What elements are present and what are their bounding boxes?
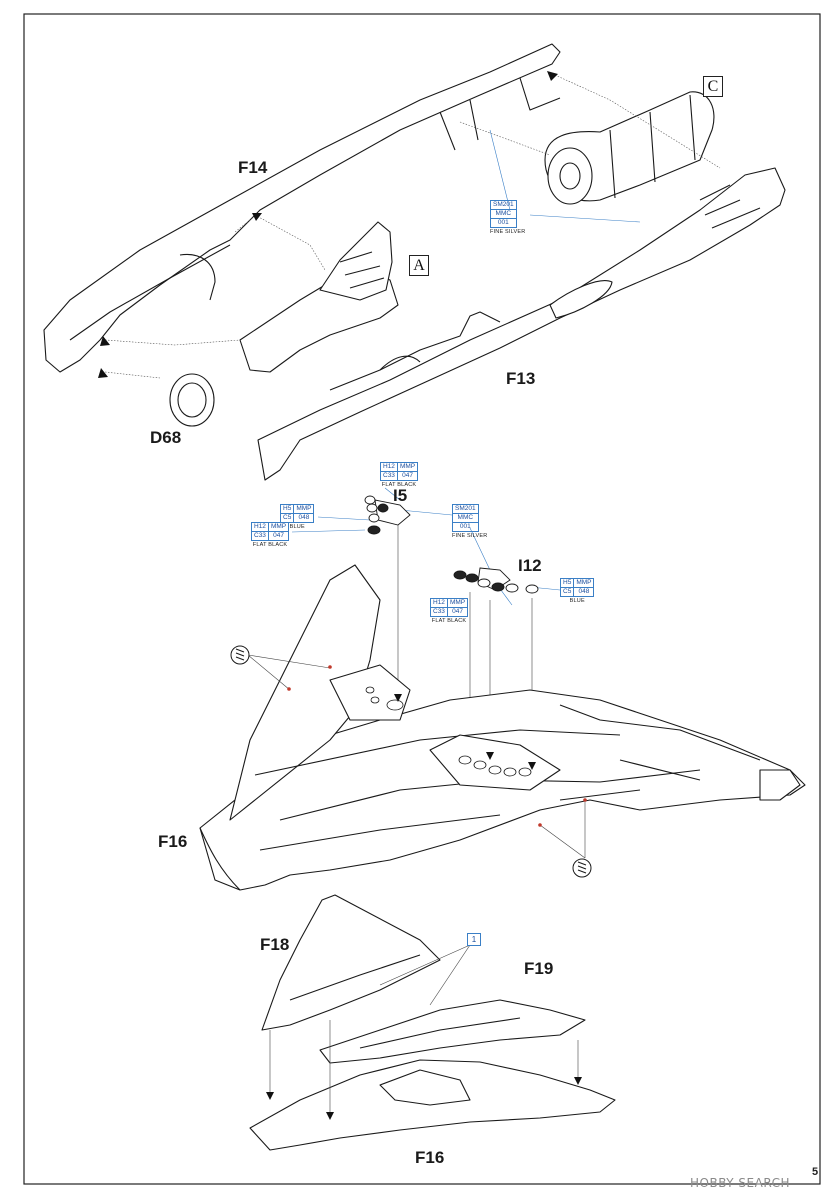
f18-rib bbox=[289, 954, 421, 1001]
elevon-line bbox=[559, 704, 761, 761]
glue-points bbox=[287, 665, 587, 827]
glue-icon bbox=[230, 645, 250, 665]
wing-assembly-top bbox=[199, 564, 806, 891]
intake-ring-d68-inner bbox=[177, 382, 207, 418]
label-part-f13: F13 bbox=[506, 369, 536, 388]
wing-rib-a bbox=[254, 729, 621, 776]
ejection-seat bbox=[319, 221, 393, 301]
paint-leader-lines bbox=[291, 129, 641, 606]
exhaust-ring-inner bbox=[559, 162, 581, 190]
wing-arrows bbox=[394, 694, 536, 770]
watermark-text: HOBBY SEARCH bbox=[690, 1176, 790, 1190]
f14-frame-1 bbox=[179, 253, 216, 301]
seat-detail bbox=[339, 251, 385, 289]
small-parts bbox=[364, 495, 539, 594]
paint-callout-fine-silver-mid: SM201 MMC 001 FINE SILVER bbox=[452, 504, 488, 539]
f14-frame-3 bbox=[519, 77, 561, 111]
upper-wing-f19 bbox=[319, 999, 586, 1064]
f13-canopy-sill bbox=[379, 355, 421, 371]
label-part-f19: F19 bbox=[524, 959, 554, 978]
f14-inner-rib bbox=[69, 244, 231, 341]
label-part-f14: F14 bbox=[238, 158, 268, 177]
f13-air-intake bbox=[549, 280, 613, 319]
step-callout-1: 1 bbox=[467, 933, 481, 946]
label-part-f16-top: F16 bbox=[158, 832, 188, 851]
fuselage-half-f14 bbox=[43, 43, 561, 373]
label-part-i5: I5 bbox=[393, 486, 408, 505]
label-part-i12: I12 bbox=[518, 556, 542, 575]
glue-icon bbox=[572, 858, 592, 878]
f13-nose-detail bbox=[699, 184, 761, 229]
page-frame bbox=[23, 13, 821, 1185]
fuselage-guide-lines bbox=[104, 74, 721, 379]
f14-frame-2 bbox=[439, 99, 479, 151]
fuselage-half-f13 bbox=[257, 167, 786, 481]
glue-icons bbox=[230, 645, 592, 878]
fuselage-assembly bbox=[43, 43, 786, 481]
lower-wing-f16 bbox=[199, 689, 806, 891]
page-number: 5 bbox=[812, 1166, 819, 1178]
wing-intake bbox=[199, 827, 241, 891]
bottom-arrows bbox=[266, 1077, 582, 1120]
gear-bay bbox=[429, 734, 561, 791]
label-part-d68: D68 bbox=[150, 428, 182, 447]
wing-bay-details bbox=[365, 686, 532, 777]
fuselage-arrows bbox=[98, 71, 558, 378]
glue-leader-lines bbox=[247, 654, 586, 859]
subassembly-ref-a: A bbox=[409, 255, 429, 276]
label-part-f16-bottom: F16 bbox=[415, 1148, 445, 1167]
bottom-guide-lines bbox=[269, 944, 579, 1115]
subassembly-ref-c: C bbox=[703, 76, 723, 97]
paint-callout-fine-silver-top: SM201 MMC 001 FINE SILVER bbox=[490, 200, 526, 235]
panel-line-right bbox=[559, 759, 701, 801]
upper-wing-left bbox=[229, 564, 381, 821]
label-part-f18: F18 bbox=[260, 935, 290, 954]
exhaust-tube bbox=[609, 94, 696, 199]
f19-rib bbox=[359, 1017, 521, 1049]
wing-tip-right bbox=[759, 769, 801, 801]
wing-rib-c bbox=[259, 814, 501, 851]
upper-wing-f18 bbox=[261, 894, 441, 1031]
wing-assembly-bottom bbox=[249, 894, 616, 1151]
bottom-gear-bay bbox=[379, 1069, 471, 1106]
